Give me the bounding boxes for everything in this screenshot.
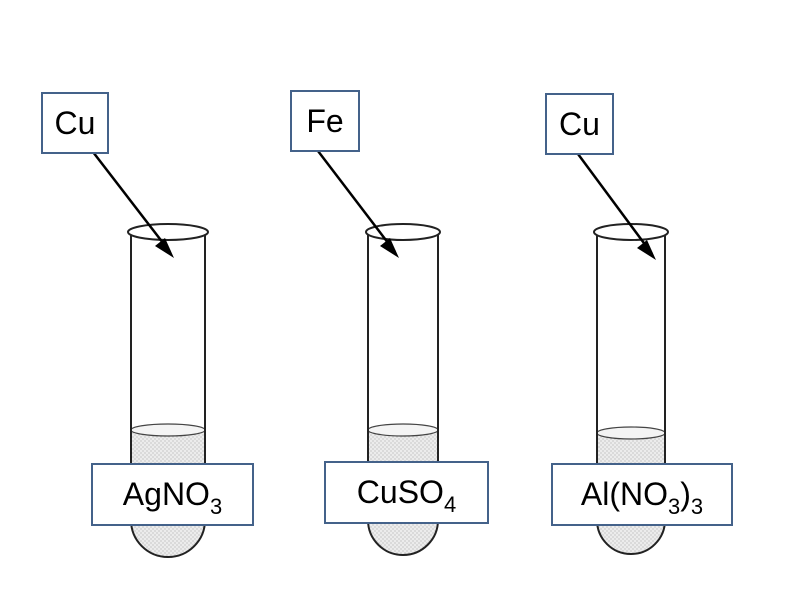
- solution-formula-1: AgNO3: [122, 476, 223, 519]
- solution-label-3: Al(NO3)3: [551, 463, 733, 526]
- solution-label-2: CuSO4: [324, 461, 489, 524]
- solution-formula-3: Al(NO3)3: [580, 476, 704, 519]
- tube-body-1: [130, 233, 206, 558]
- tube-body-3: [596, 233, 666, 555]
- arrow-3: [576, 153, 656, 260]
- solution-formula-2: CuSO4: [356, 474, 457, 517]
- solution-label-1: AgNO3: [91, 463, 254, 526]
- metal-label-1: Cu: [41, 92, 109, 154]
- tube-rim-1: [127, 223, 209, 241]
- liquid-surface-1: [130, 423, 206, 437]
- metal-label-2: Fe: [290, 90, 360, 152]
- tube-body-2: [367, 233, 439, 556]
- tube-rim-2: [365, 223, 441, 241]
- arrow-1: [92, 151, 174, 258]
- arrow-2: [317, 150, 399, 258]
- metal-label-3: Cu: [545, 93, 614, 155]
- liquid-surface-2: [367, 423, 439, 437]
- liquid-surface-3: [596, 426, 666, 440]
